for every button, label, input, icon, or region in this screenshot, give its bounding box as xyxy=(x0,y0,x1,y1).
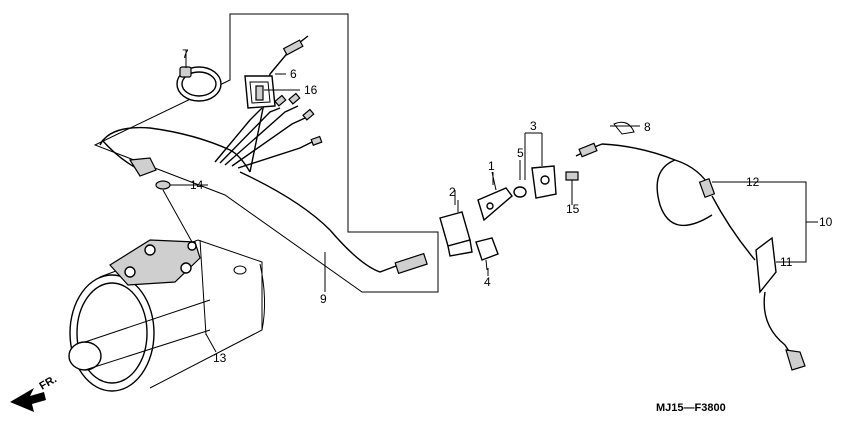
callout-14: 14 xyxy=(190,178,204,192)
callout-8: 8 xyxy=(644,120,651,134)
callout-3: 3 xyxy=(530,119,537,133)
part-7-band xyxy=(176,62,222,102)
assembly-boundary xyxy=(93,13,439,293)
part-10-lead xyxy=(575,121,807,371)
callout-15: 15 xyxy=(566,202,580,216)
part-4-connector xyxy=(475,237,499,271)
callout-2: 2 xyxy=(449,185,456,199)
part-3-sensor xyxy=(524,132,557,199)
part-5-collar xyxy=(513,186,527,198)
callout-labels: 1 2 3 4 5 6 7 8 9 10 11 12 13 14 15 16 xyxy=(182,47,833,365)
callout-12: 12 xyxy=(746,175,760,189)
callout-11: 11 xyxy=(780,255,793,269)
leader-lines xyxy=(185,50,818,353)
callout-10: 10 xyxy=(819,215,833,229)
part-1-plate xyxy=(477,171,513,222)
part-14-grommet xyxy=(155,180,208,243)
callout-4: 4 xyxy=(484,275,491,289)
part-2-bracket xyxy=(439,200,473,257)
callout-1: 1 xyxy=(488,159,495,173)
callout-13: 13 xyxy=(213,351,227,365)
callout-5: 5 xyxy=(517,146,524,160)
callout-16: 16 xyxy=(304,83,318,97)
callout-6: 6 xyxy=(290,67,297,81)
part-16-fuse xyxy=(255,85,264,101)
callout-7: 7 xyxy=(182,47,189,61)
part-13-funnel xyxy=(68,239,266,392)
front-direction-arrow xyxy=(10,388,46,412)
funnel-clamp xyxy=(109,239,201,286)
part-9-harness xyxy=(99,35,428,275)
diagram-code: MJ15—F3800 xyxy=(656,402,726,414)
part-15-screw xyxy=(565,171,579,200)
direction-label: FR. xyxy=(38,373,59,392)
callout-9: 9 xyxy=(320,292,327,306)
